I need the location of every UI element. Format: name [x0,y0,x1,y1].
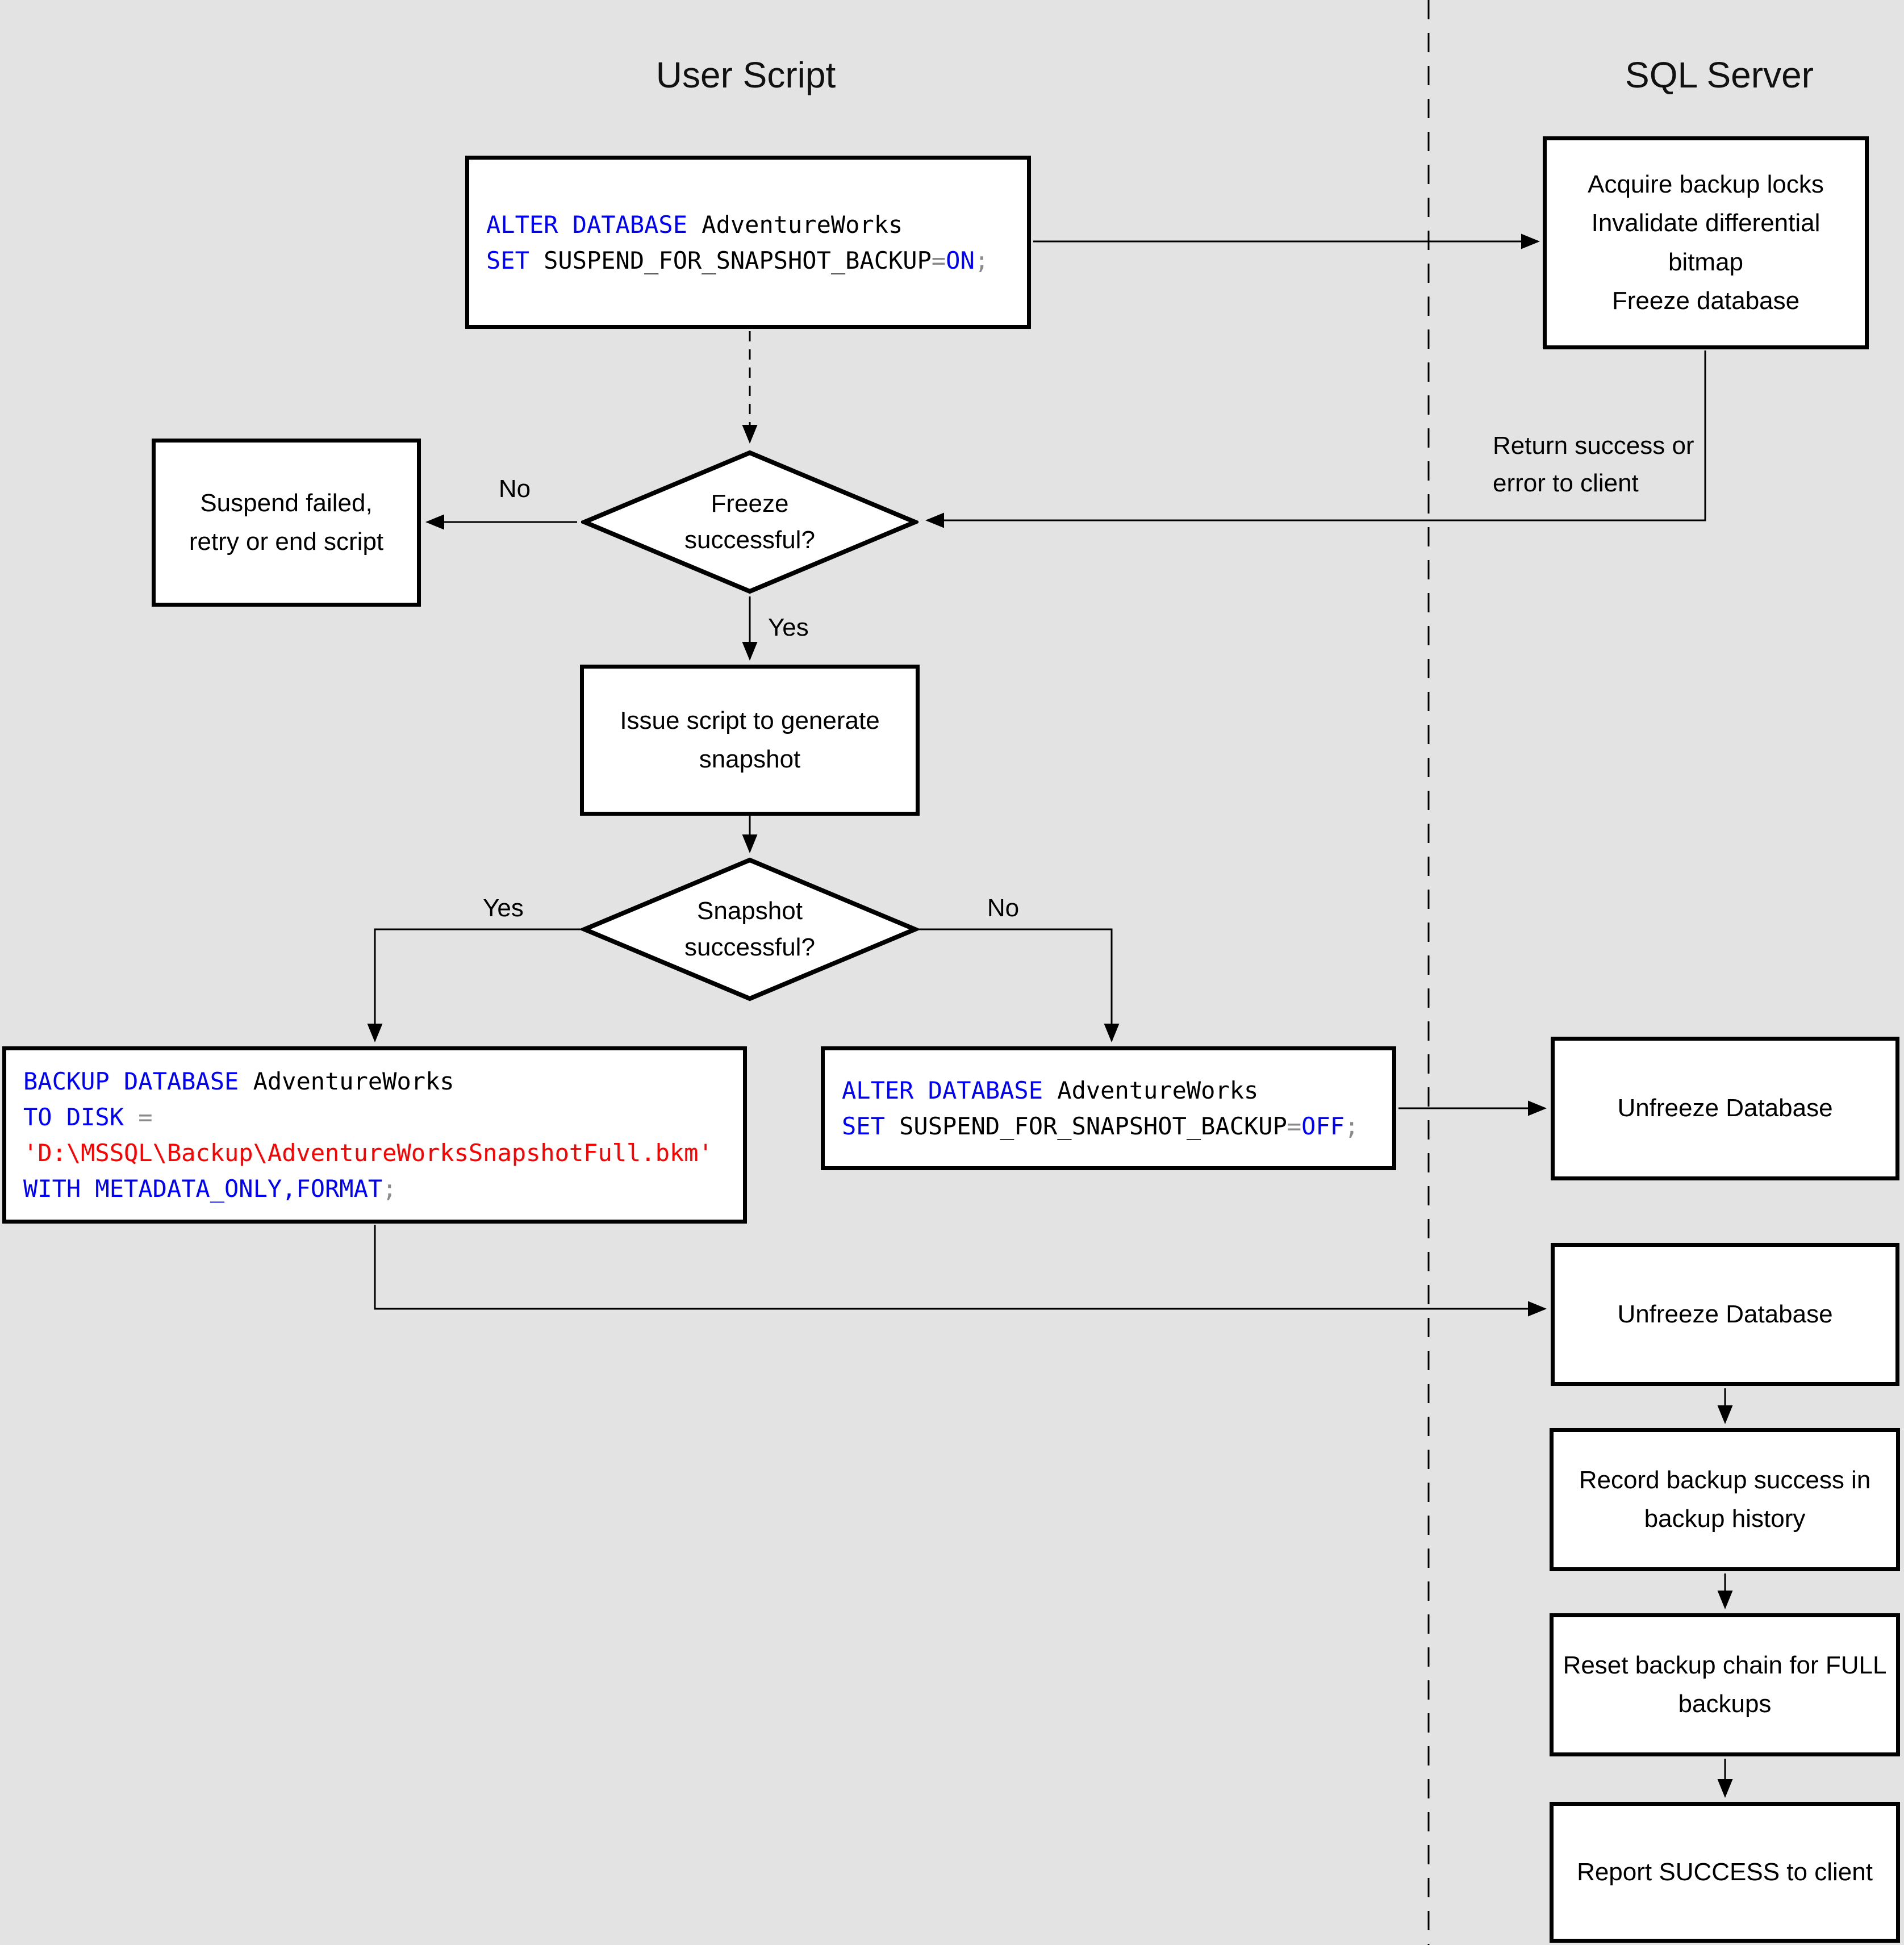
sql-line: ALTER DATABASE AdventureWorks [825,1072,1392,1108]
sql-keyword: SET [842,1112,885,1140]
sql-identifier: SUSPEND_FOR_SNAPSHOT_BACKUP [884,1112,1287,1140]
reset-backup-chain-node: Reset backup chain for FULL backups [1550,1613,1900,1756]
node-label: Record backup success in backup history [1579,1466,1871,1533]
node-label: Reset backup chain for FULL backups [1563,1651,1887,1718]
sql-line: TO DISK = [6,1099,743,1135]
unfreeze-database-node-2: Unfreeze Database [1551,1243,1899,1386]
suspend-failed-node: Suspend failed, retry or end script [152,439,421,607]
sql-operator: = [124,1103,153,1131]
edge-snapshot-to-alteroff [918,928,1120,1042]
column-title-user-script: User Script [655,55,836,95]
sql-string: 'D:\MSSQL\Backup\AdventureWorksSnapshotF… [23,1139,713,1167]
sql-keyword: TO DISK [23,1103,124,1131]
sql-line: 'D:\MSSQL\Backup\AdventureWorksSnapshotF… [6,1135,743,1171]
unfreeze-database-node-1: Unfreeze Database [1551,1037,1899,1180]
sql-line: WITH METADATA_ONLY,FORMAT; [6,1171,743,1207]
freeze-successful-decision: Freeze successful? [581,450,918,594]
node-label: Unfreeze Database [1617,1094,1833,1122]
node-label: Issue script to generate snapshot [620,706,880,773]
sql-line: BACKUP DATABASE AdventureWorks [6,1063,743,1099]
alter-database-on-node: ALTER DATABASE AdventureWorks SET SUSPEN… [465,156,1031,329]
column-title-sql-server: SQL Server [1625,55,1814,95]
node-label: Unfreeze Database [1617,1300,1833,1328]
sql-keyword: BACKUP DATABASE [23,1067,239,1095]
node-label: Report SUCCESS to client [1577,1858,1873,1886]
snapshot-successful-decision: Snapshot successful? [581,857,918,1001]
sql-punctuation: ; [974,246,989,274]
sql-punctuation: ; [1345,1112,1359,1140]
edge-label-snapshot-yes: Yes [483,894,524,922]
sql-punctuation: ; [382,1175,397,1203]
diamond-shape [581,857,918,1001]
edge-snapshot-to-backup [367,928,581,1042]
sql-line: ALTER DATABASE AdventureWorks [469,207,1027,243]
edge-backup-to-unfreeze2 [374,1225,1547,1317]
sql-line: SET SUSPEND_FOR_SNAPSHOT_BACKUP=OFF; [825,1108,1392,1144]
acquire-backup-locks-node: Acquire backup locks Invalidate differen… [1543,136,1869,349]
decision-label: Freeze successful? [684,490,815,554]
sql-keyword: ON [946,246,975,274]
edge-label-freeze-no: No [498,475,531,503]
alter-database-off-node: ALTER DATABASE AdventureWorks SET SUSPEN… [821,1046,1396,1170]
edge-acquire-to-freeze [925,350,1706,528]
sql-line: SET SUSPEND_FOR_SNAPSHOT_BACKUP=ON; [469,243,1027,278]
sql-operator: = [931,246,946,274]
sql-identifier: SUSPEND_FOR_SNAPSHOT_BACKUP [529,246,932,274]
record-backup-success-node: Record backup success in backup history [1550,1428,1900,1571]
edge-label-return-note: Return success or error to client [1493,432,1694,497]
sql-identifier: AdventureWorks [1043,1076,1259,1104]
sql-keyword: WITH METADATA_ONLY,FORMAT [23,1175,383,1203]
sql-keyword: ALTER DATABASE [486,210,688,239]
diamond-shape [581,450,918,594]
issue-script-node: Issue script to generate snapshot [580,665,920,816]
edge-label-freeze-yes: Yes [768,613,809,641]
sql-operator: = [1287,1112,1302,1140]
decision-label: Snapshot successful? [684,897,815,961]
edge-label-snapshot-no: No [987,894,1020,922]
sql-keyword: ALTER DATABASE [842,1076,1043,1104]
sql-identifier: AdventureWorks [687,210,903,239]
sql-identifier: AdventureWorks [239,1067,454,1095]
node-label: Suspend failed, retry or end script [189,489,384,556]
sql-keyword: SET [486,246,529,274]
backup-database-node: BACKUP DATABASE AdventureWorks TO DISK =… [2,1046,747,1224]
sql-keyword: OFF [1301,1112,1345,1140]
node-label: Acquire backup locks Invalidate differen… [1588,170,1824,315]
report-success-node: Report SUCCESS to client [1550,1802,1900,1943]
